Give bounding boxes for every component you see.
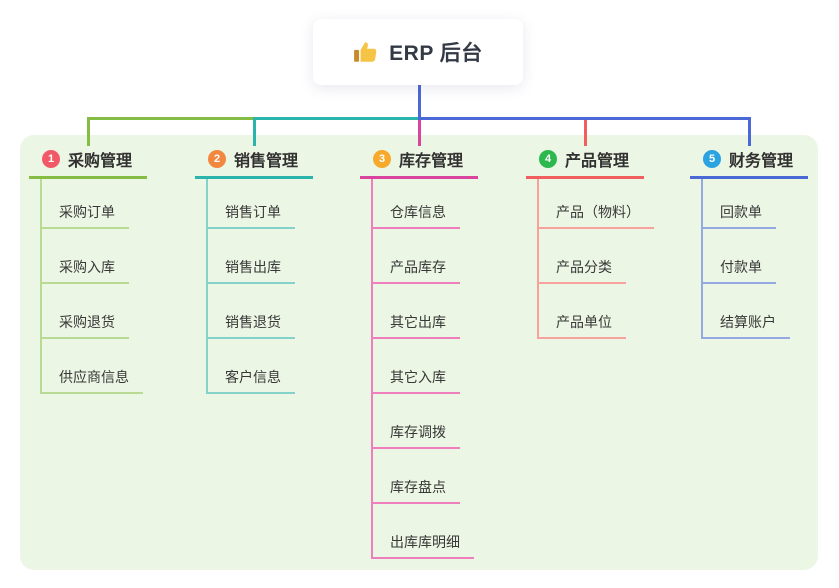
branch-number-badge: 1 — [42, 150, 60, 168]
child-node[interactable]: 付款单 — [703, 229, 808, 284]
child-node[interactable]: 出库库明细 — [373, 504, 478, 559]
branch-connector-drop — [417, 117, 421, 146]
branch-children: 采购订单采购入库采购退货供应商信息 — [40, 179, 147, 394]
child-node[interactable]: 回款单 — [703, 179, 808, 229]
child-node[interactable]: 产品（物料） — [539, 179, 654, 229]
branch-title-node[interactable]: 3 库存管理 — [360, 144, 478, 179]
child-node[interactable]: 产品分类 — [539, 229, 654, 284]
child-label: 销售退货 — [208, 315, 295, 339]
branch-connector-horizontal — [252, 117, 421, 120]
branch-connector-horizontal — [417, 117, 751, 120]
child-node[interactable]: 其它入库 — [373, 339, 478, 394]
root-connector-stem — [417, 85, 421, 120]
child-node[interactable]: 产品单位 — [539, 284, 654, 339]
child-node[interactable]: 采购退货 — [42, 284, 147, 339]
child-label: 产品分类 — [539, 260, 626, 284]
child-label: 销售出库 — [208, 260, 295, 284]
branch-connector-drop — [86, 117, 90, 146]
root-node[interactable]: ERP 后台 — [313, 19, 523, 85]
branch-column-3: 3 库存管理 仓库信息产品库存其它出库其它入库库存调拨库存盘点出库库明细 — [360, 144, 478, 559]
child-node[interactable]: 销售退货 — [208, 284, 313, 339]
branch-label: 库存管理 — [399, 153, 464, 170]
child-node[interactable]: 销售出库 — [208, 229, 313, 284]
child-label: 库存调拨 — [373, 425, 460, 449]
child-node[interactable]: 库存盘点 — [373, 449, 478, 504]
branch-title-node[interactable]: 4 产品管理 — [526, 144, 644, 179]
branch-label: 财务管理 — [729, 153, 794, 170]
child-label: 客户信息 — [208, 370, 295, 394]
branch-number-badge: 4 — [539, 150, 557, 168]
branch-title-node[interactable]: 1 采购管理 — [29, 144, 147, 179]
child-label: 库存盘点 — [373, 480, 460, 504]
child-label: 其它出库 — [373, 315, 460, 339]
child-label: 出库库明细 — [373, 535, 474, 559]
child-node[interactable]: 产品库存 — [373, 229, 478, 284]
child-label: 产品（物料） — [539, 205, 654, 229]
child-label: 采购退货 — [42, 315, 129, 339]
child-node[interactable]: 供应商信息 — [42, 339, 147, 394]
branch-number-badge: 2 — [208, 150, 226, 168]
child-label: 销售订单 — [208, 205, 295, 229]
branch-children: 产品（物料） 产品分类产品单位 — [537, 179, 654, 339]
branch-label: 产品管理 — [565, 153, 630, 170]
branches-panel — [20, 135, 818, 570]
branch-title-node[interactable]: 5 财务管理 — [690, 144, 808, 179]
child-node[interactable]: 采购入库 — [42, 229, 147, 284]
child-label: 其它入库 — [373, 370, 460, 394]
child-node[interactable]: 结算账户 — [703, 284, 808, 339]
branch-children: 仓库信息产品库存其它出库其它入库库存调拨库存盘点出库库明细 — [371, 179, 478, 559]
branch-column-5: 5 财务管理 回款单付款单结算账户 — [690, 144, 808, 339]
child-node[interactable]: 库存调拨 — [373, 394, 478, 449]
branch-column-4: 4 产品管理 产品（物料） 产品分类产品单位 — [526, 144, 654, 339]
child-node[interactable]: 客户信息 — [208, 339, 313, 394]
child-label: 供应商信息 — [42, 370, 143, 394]
branch-number-badge: 3 — [373, 150, 391, 168]
child-label: 采购入库 — [42, 260, 129, 284]
branch-number-badge: 5 — [703, 150, 721, 168]
branch-children: 回款单付款单结算账户 — [701, 179, 808, 339]
branch-connector-drop — [747, 117, 751, 146]
branch-connector-drop — [252, 117, 256, 146]
branch-label: 采购管理 — [68, 153, 133, 170]
child-label: 产品单位 — [539, 315, 626, 339]
thumbs-up-icon — [353, 39, 379, 65]
branch-connector-drop — [583, 117, 587, 146]
child-node[interactable]: 其它出库 — [373, 284, 478, 339]
child-node[interactable]: 采购订单 — [42, 179, 147, 229]
child-label: 产品库存 — [373, 260, 460, 284]
branch-column-1: 1 采购管理 采购订单采购入库采购退货供应商信息 — [29, 144, 147, 394]
child-label: 结算账户 — [703, 315, 790, 339]
child-label: 付款单 — [703, 260, 776, 284]
child-node[interactable]: 销售订单 — [208, 179, 313, 229]
child-label: 仓库信息 — [373, 205, 460, 229]
root-label: ERP 后台 — [389, 42, 483, 65]
branch-children: 销售订单销售出库销售退货客户信息 — [206, 179, 313, 394]
child-label: 回款单 — [703, 205, 776, 229]
child-node[interactable]: 仓库信息 — [373, 179, 478, 229]
branch-title-node[interactable]: 2 销售管理 — [195, 144, 313, 179]
branch-label: 销售管理 — [234, 153, 299, 170]
child-label: 采购订单 — [42, 205, 129, 229]
branch-column-2: 2 销售管理 销售订单销售出库销售退货客户信息 — [195, 144, 313, 394]
